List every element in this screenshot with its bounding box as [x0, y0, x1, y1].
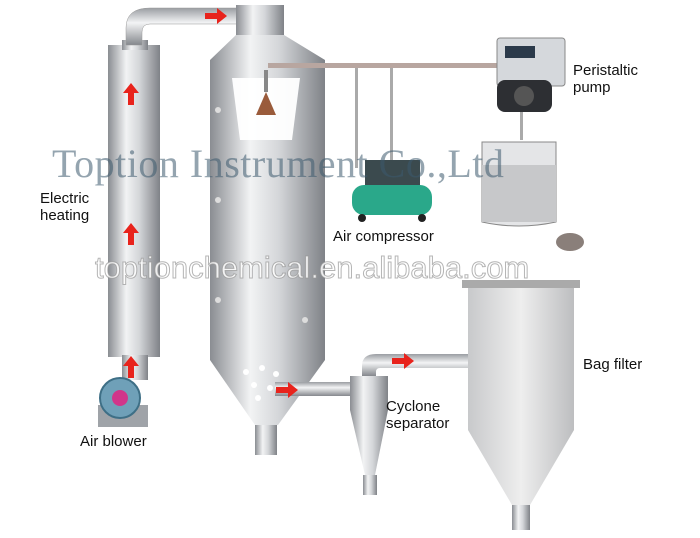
label-peristaltic-pump: Peristaltic pump: [573, 62, 638, 96]
tower-cyclone-pipe: [275, 382, 370, 396]
peristaltic-pump: [496, 37, 566, 112]
cyclone-separator: [350, 354, 470, 495]
bag-filter: [462, 280, 580, 530]
site-watermark: toptionchemical.en.alibaba.com: [94, 250, 530, 285]
label-line: heating: [40, 207, 90, 224]
flow-arrows: [123, 8, 414, 398]
label-bag-filter: Bag filter: [583, 356, 643, 373]
dust-cloud: [556, 233, 584, 251]
arrow-up-icon: [123, 223, 139, 245]
beaker: [481, 141, 557, 227]
arrow-right-icon: [276, 382, 298, 398]
air-compressor: [352, 160, 432, 222]
arrow-right-icon: [392, 353, 414, 369]
feed-line: [268, 63, 523, 168]
label-cyclone-separator: Cyclone separator: [386, 398, 449, 432]
label-line: pump: [573, 79, 611, 96]
air-blower: [98, 377, 148, 427]
label-air-compressor: Air compressor: [333, 228, 434, 245]
label-air-blower: Air blower: [80, 433, 147, 450]
label-line: Electric: [40, 190, 90, 207]
arrow-up-icon: [123, 83, 139, 105]
label-line: separator: [386, 415, 450, 432]
label-line: Peristaltic: [573, 62, 639, 79]
drying-tower: [210, 5, 325, 455]
arrow-right-icon: [205, 8, 227, 24]
arrow-up-icon: [123, 356, 139, 378]
company-watermark: Toption Instrument Co.,Ltd: [52, 141, 505, 186]
label-electric-heating: Electric heating: [40, 190, 89, 224]
label-line: Cyclone: [386, 398, 441, 415]
